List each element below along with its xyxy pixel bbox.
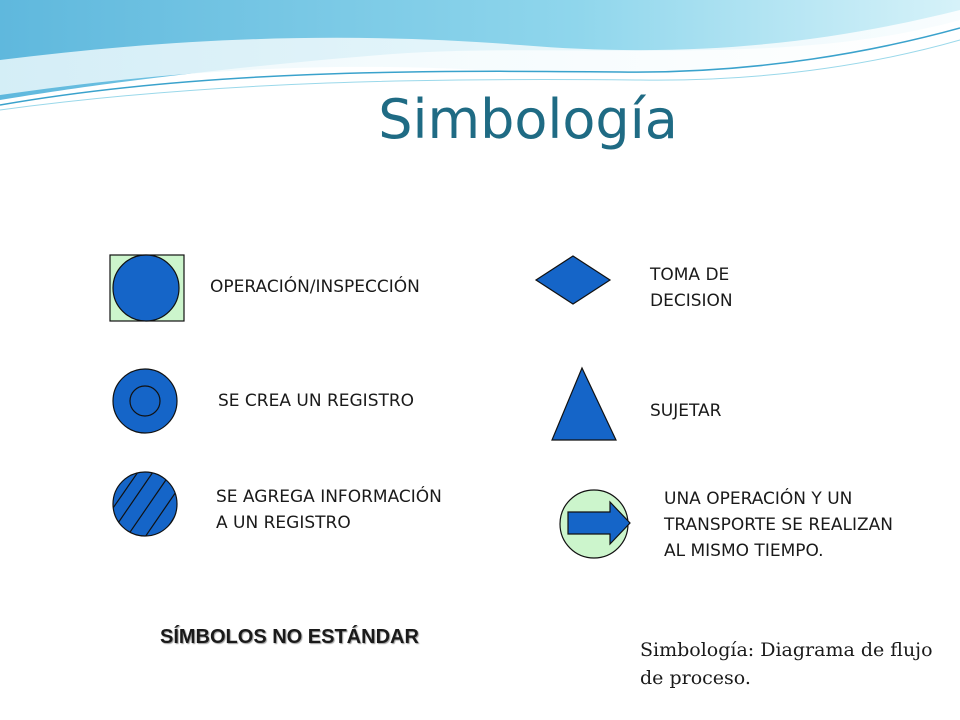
operation-inspection-symbol xyxy=(109,254,185,322)
header-wave-decoration xyxy=(0,0,960,111)
hold-symbol xyxy=(551,366,617,441)
hold-label: SUJETAR xyxy=(650,401,722,421)
decision-symbol xyxy=(534,255,612,305)
combined-operation-transport-symbol xyxy=(559,489,631,559)
create-record-symbol xyxy=(112,368,178,434)
add-info-record-symbol xyxy=(112,471,178,537)
page-title: Simbología xyxy=(378,88,678,151)
decision-label: TOMA DE DECISION xyxy=(650,265,733,311)
add-info-record-label: SE AGREGA INFORMACIÓN A UN REGISTRO xyxy=(216,487,442,533)
create-record-label: SE CREA UN REGISTRO xyxy=(218,391,415,411)
combined-operation-transport-label: UNA OPERACIÓN Y UN TRANSPORTE SE REALIZA… xyxy=(664,489,893,561)
slide-caption: Simbología: Diagrama de flujo de proceso… xyxy=(640,639,933,689)
non-standard-symbols-note: SÍMBOLOS NO ESTÁNDAR xyxy=(160,626,419,648)
operation-inspection-label: OPERACIÓN/INSPECCIÓN xyxy=(210,277,420,297)
